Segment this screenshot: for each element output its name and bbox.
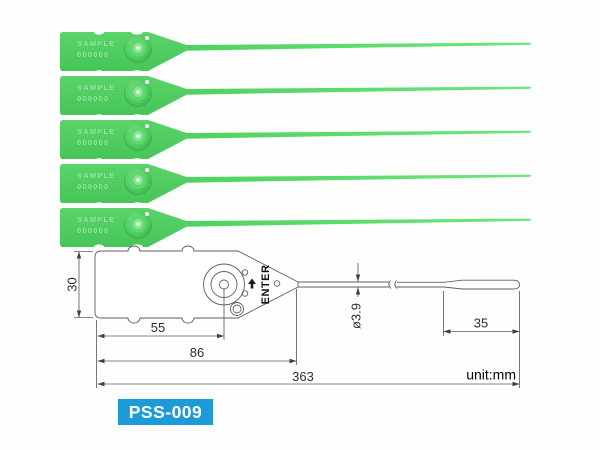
dim-tail-length-label: 35 bbox=[474, 316, 488, 331]
seal-strap bbox=[187, 86, 531, 95]
seal-strap bbox=[187, 218, 531, 227]
seal-lock-icon bbox=[124, 35, 152, 64]
seal-strap bbox=[187, 174, 531, 183]
dimension-lock-offset: 55 bbox=[97, 320, 224, 339]
seal-flag bbox=[60, 76, 187, 115]
seal-1: SAMPLE 000000 bbox=[60, 32, 531, 71]
seal-row: SAMPLE 000000 SAMPLE 000000 bbox=[60, 29, 531, 250]
seal-hole bbox=[145, 36, 149, 40]
drawing-strap-tail bbox=[443, 279, 520, 290]
seal-marking-line2: 000000 bbox=[77, 182, 109, 191]
seal-strap bbox=[187, 42, 531, 51]
seal-marking-line2: 000000 bbox=[77, 94, 109, 103]
seal-marking-line2: 000000 bbox=[77, 138, 109, 147]
seal-strap bbox=[187, 130, 531, 139]
unit-label: unit:mm bbox=[466, 367, 516, 383]
seal-marking-line2: 000000 bbox=[77, 50, 109, 59]
seal-lock-icon bbox=[124, 211, 152, 240]
seal-2: SAMPLE 000000 bbox=[60, 76, 531, 115]
seal-lock-icon bbox=[124, 167, 152, 196]
seal-marking-line1: SAMPLE bbox=[77, 83, 115, 92]
dimension-head-length: 86 bbox=[97, 345, 297, 364]
dim-head-length-label: 86 bbox=[190, 345, 204, 360]
dimension-tail-length: 35 bbox=[443, 316, 520, 334]
drawing-flag-outline bbox=[94, 245, 299, 324]
drawing-strap bbox=[298, 279, 520, 290]
enter-label: ENTER bbox=[260, 265, 272, 305]
seal-marking-line2: 000000 bbox=[77, 226, 109, 235]
seal-hole bbox=[145, 124, 149, 128]
seal-4: SAMPLE 000000 bbox=[60, 164, 531, 203]
dim-height-label: 30 bbox=[65, 277, 80, 291]
dimension-height: 30 bbox=[65, 251, 82, 318]
dim-total-length-label: 363 bbox=[292, 369, 314, 384]
technical-drawing: ENTER 30 bbox=[65, 245, 520, 388]
dimension-total-length: 363 bbox=[97, 369, 520, 387]
seal-lock-icon bbox=[124, 123, 152, 152]
seal-3: SAMPLE 000000 bbox=[60, 120, 531, 159]
seal-flag bbox=[60, 32, 187, 71]
seal-marking-line1: SAMPLE bbox=[77, 171, 115, 180]
dim-strap-diameter-label: ø3.9 bbox=[349, 303, 364, 329]
seal-hole bbox=[145, 168, 149, 172]
model-badge-label: PSS-009 bbox=[129, 402, 203, 422]
dimension-strap-diameter: ø3.9 bbox=[349, 263, 364, 329]
seal-lock-icon bbox=[124, 79, 152, 108]
insert-direction-icon bbox=[248, 278, 256, 289]
seal-hole bbox=[145, 212, 149, 216]
dim-lock-offset-label: 55 bbox=[151, 320, 165, 335]
extension-lines bbox=[74, 251, 520, 388]
seal-flag bbox=[60, 120, 187, 159]
seal-marking-line1: SAMPLE bbox=[77, 127, 115, 136]
seal-marking-line1: SAMPLE bbox=[77, 215, 115, 224]
seal-marking-line1: SAMPLE bbox=[77, 39, 115, 48]
seal-flag bbox=[60, 164, 187, 203]
model-badge: PSS-009 bbox=[118, 399, 213, 425]
seal-5: SAMPLE 000000 bbox=[60, 208, 531, 247]
seal-hole bbox=[145, 80, 149, 84]
seal-flag bbox=[60, 208, 187, 247]
